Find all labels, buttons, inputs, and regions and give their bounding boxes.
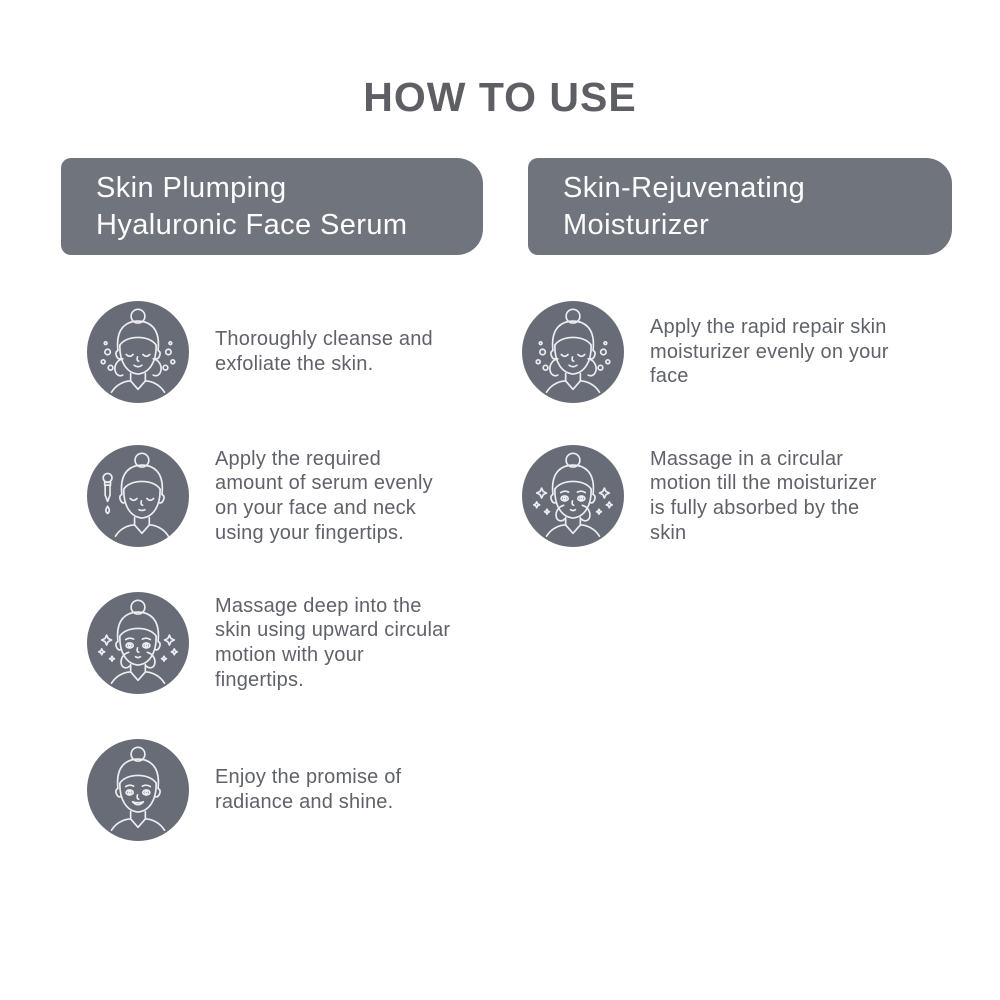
serum-step-1: Thoroughly cleanse and exfoliate the ski… xyxy=(87,301,492,403)
serum-step-1-text: Thoroughly cleanse and exfoliate the ski… xyxy=(215,328,433,375)
moisturizer-step-1-text: Apply the rapid repair skin moisturizer … xyxy=(650,316,889,388)
massage-sparkle-icon xyxy=(87,592,189,694)
radiant-face-icon xyxy=(87,739,189,841)
moisturizer-column-header: Skin-Rejuvenating Moisturizer xyxy=(528,158,952,255)
moisturizer-step-1: Apply the rapid repair skin moisturizer … xyxy=(522,301,967,403)
step-icon-circle xyxy=(87,301,189,403)
serum-step-2-text: Apply the required amount of serum evenl… xyxy=(215,447,433,544)
step-icon-circle xyxy=(522,445,624,547)
step-icon-circle xyxy=(522,301,624,403)
cleanse-face-icon xyxy=(522,301,624,403)
moisturizer-column-header-label: Skin-Rejuvenating Moisturizer xyxy=(563,171,806,241)
serum-step-4: Enjoy the promise of radiance and shine. xyxy=(87,739,492,841)
serum-step-2: Apply the required amount of serum evenl… xyxy=(87,445,492,547)
step-icon-circle xyxy=(87,739,189,841)
serum-column-header-label: Skin Plumping Hyaluronic Face Serum xyxy=(96,171,408,241)
step-icon-circle xyxy=(87,445,189,547)
page-title: HOW TO USE xyxy=(363,74,637,120)
moisturizer-step-2-text: Massage in a circular motion till the mo… xyxy=(650,447,877,544)
cleanse-face-icon xyxy=(87,301,189,403)
serum-step-4-text: Enjoy the promise of radiance and shine. xyxy=(215,766,402,813)
moisturizer-step-2: Massage in a circular motion till the mo… xyxy=(522,445,967,547)
massage-sparkle-icon xyxy=(522,445,624,547)
serum-dropper-icon xyxy=(87,445,189,547)
step-icon-circle xyxy=(87,592,189,694)
serum-step-3: Massage deep into the skin using upward … xyxy=(87,592,502,694)
serum-column-header: Skin Plumping Hyaluronic Face Serum xyxy=(61,158,483,255)
serum-step-3-text: Massage deep into the skin using upward … xyxy=(215,594,451,691)
